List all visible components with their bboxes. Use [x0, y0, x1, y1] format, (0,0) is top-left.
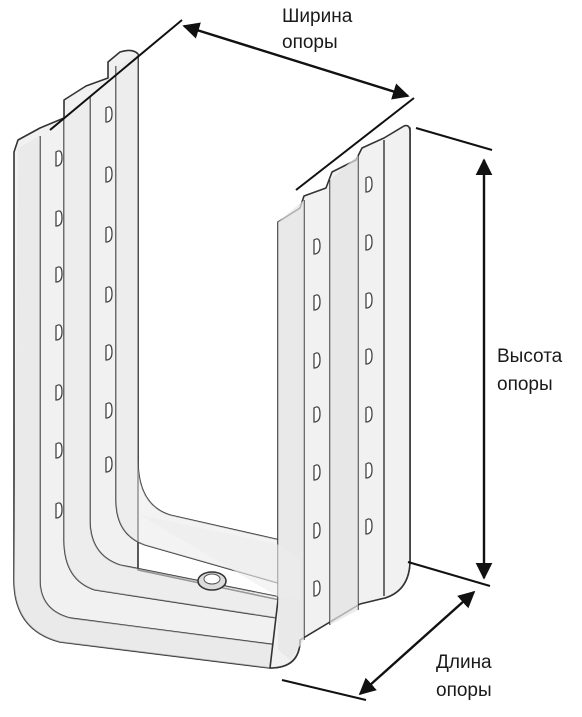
height-dimension: Высота опоры: [407, 127, 563, 587]
width-extension-left: [49, 19, 183, 131]
width-extension-right: [295, 97, 415, 191]
length-dimension: Длина опоры: [281, 590, 492, 701]
height-label-line1: Высота: [497, 346, 563, 367]
width-label-line2: опоры: [282, 32, 338, 53]
width-label-line1: Ширина: [282, 6, 353, 27]
length-arrow: [358, 590, 476, 696]
height-label-line2: опоры: [497, 374, 553, 395]
width-arrow: [182, 22, 410, 100]
base-plate: [140, 515, 300, 600]
right-flange: [269, 124, 411, 669]
height-extension-top: [415, 127, 493, 151]
length-label-line2: опоры: [436, 680, 492, 701]
length-extension-bottom: [281, 679, 367, 701]
length-label-line1: Длина: [436, 652, 492, 673]
height-extension-bottom: [407, 561, 491, 587]
width-dimension: Ширина опоры: [49, 6, 415, 191]
left-nail-holes: [55, 106, 113, 519]
right-nail-holes: [313, 176, 373, 597]
